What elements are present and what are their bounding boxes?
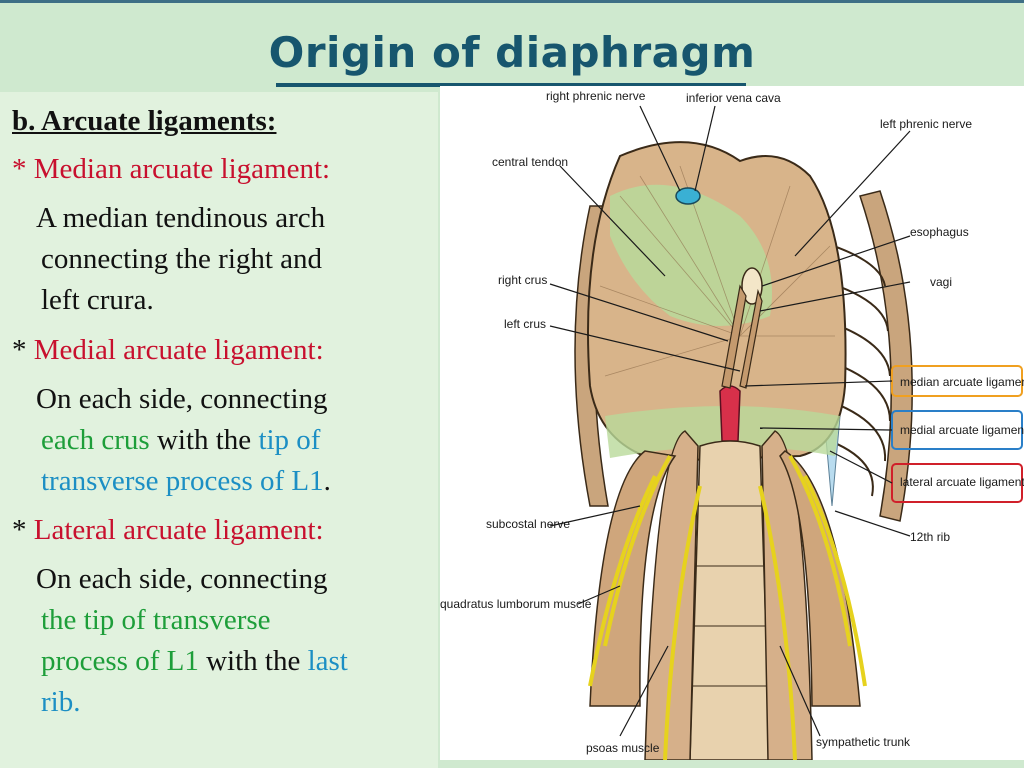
label-left-crus: left crus <box>504 317 546 331</box>
central-tendon <box>610 184 772 326</box>
label-right-crus: right crus <box>498 273 547 287</box>
psoas-right <box>644 430 699 760</box>
lateral-last: last <box>307 645 348 677</box>
lateral-title-line: * Lateral arcuate ligament: <box>12 513 324 547</box>
lateral-title: Lateral arcuate ligament: <box>33 514 324 546</box>
medial-each-crus: each crus <box>41 424 150 456</box>
label-sympathetic: sympathetic trunk <box>816 735 911 749</box>
vertebral-column <box>689 440 771 760</box>
nerves <box>588 455 867 760</box>
label-subcostal: subcostal nerve <box>486 517 570 531</box>
diaphragm-illustration: right phrenic nerve inferior vena cava l… <box>440 89 1024 760</box>
slide-title: Origin of diaphragm <box>268 28 756 77</box>
label-medial-arcuate: medial arcuate ligament <box>900 423 1024 437</box>
label-12th-rib: 12th rib <box>910 530 950 544</box>
medial-title: Medial arcuate ligament: <box>33 334 324 366</box>
label-psoas: psoas muscle <box>586 741 660 755</box>
lateral-with-the: with the <box>198 645 308 677</box>
vertebra-lines <box>691 505 769 687</box>
medial-tip-of: tip of <box>258 424 321 456</box>
median-bullet: * <box>12 153 34 185</box>
medial-title-line: * Medial arcuate ligament: <box>12 333 324 367</box>
median-title: Median arcuate ligament: <box>33 153 331 185</box>
leader-lines <box>549 105 911 737</box>
medial-line-1: On each side, connecting <box>36 383 328 415</box>
median-title-line: * Median arcuate ligament: <box>12 152 330 186</box>
ivc <box>675 187 701 205</box>
median-line-3: left crura. <box>41 284 154 316</box>
lateral-process-l1: process of L1 <box>41 645 199 677</box>
diaphragm-figure: right phrenic nerve inferior vena cava l… <box>440 86 1024 760</box>
label-lateral-arcuate: lateral arcuate ligament <box>900 475 1024 489</box>
label-ivc: inferior vena cava <box>686 91 781 105</box>
psoas-left <box>761 430 813 760</box>
lateral-line-2: the tip of transverse <box>41 603 271 637</box>
lateral-line-4: rib. <box>41 685 80 719</box>
lateral-line-3: process of L1 with the last <box>41 644 348 678</box>
label-esophagus: esophagus <box>910 225 969 239</box>
medial-with-the: with the <box>149 424 259 456</box>
lateral-tip-transverse: the tip of transverse <box>41 604 271 636</box>
title-underline <box>276 83 746 87</box>
text-panel <box>0 92 438 768</box>
lateral-line-1: On each side, connecting <box>36 563 328 595</box>
label-left-phrenic: left phrenic nerve <box>880 117 972 131</box>
section-heading: b. Arcuate ligaments: <box>12 105 277 137</box>
right-crus <box>721 284 747 389</box>
top-rule <box>0 0 1024 3</box>
medial-line-3: transverse process of L1. <box>41 464 331 498</box>
lateral-bullet: * <box>12 514 34 546</box>
medial-line-2: each crus with the tip of <box>41 423 320 457</box>
medial-bullet: * <box>12 334 34 366</box>
median-line-2: connecting the right and <box>41 243 323 275</box>
label-quadratus: quadratus lumborum muscle <box>440 597 592 611</box>
label-vagi: vagi <box>930 275 952 289</box>
quadratus-right <box>589 450 677 707</box>
median-line-1: A median tendinous arch <box>36 202 326 234</box>
lateral-rib: rib. <box>41 686 81 718</box>
medial-period: . <box>323 465 331 497</box>
aorta <box>719 385 741 442</box>
label-central-tendon: central tendon <box>492 155 568 169</box>
label-right-phrenic: right phrenic nerve <box>546 89 646 103</box>
medial-transverse: transverse process of L1 <box>41 465 324 497</box>
left-crus <box>739 288 763 389</box>
label-median-arcuate: median arcuate ligament <box>900 375 1024 389</box>
quadratus-left <box>779 450 861 707</box>
